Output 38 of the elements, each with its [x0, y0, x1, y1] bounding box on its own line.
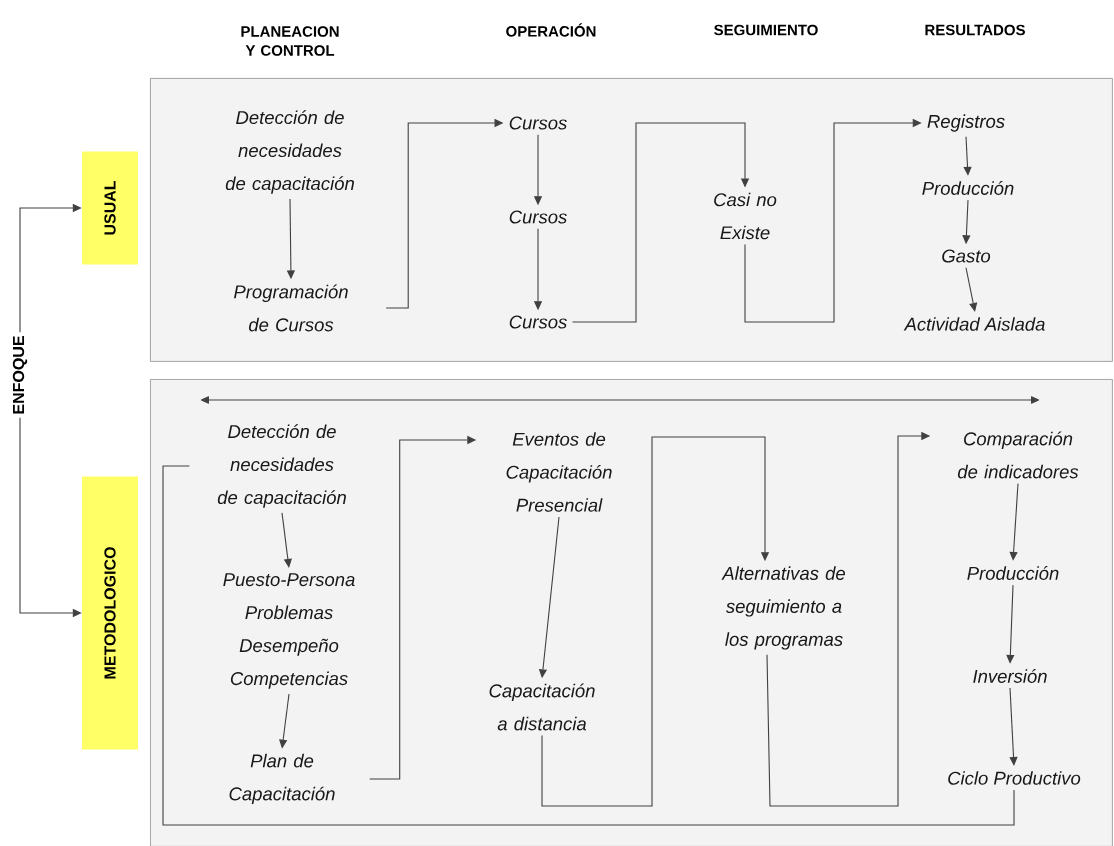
step-text: Programación de Cursos: [234, 284, 348, 332]
panel: [150, 379, 1113, 846]
step-text: Actividad Aislada: [903, 317, 1045, 331]
step-text: Comparación de indicadores: [957, 431, 1079, 479]
arrow: [281, 512, 292, 568]
connector-line: [162, 465, 1015, 826]
step-text: Puesto-Persona Problemas Desempeño Competencias: [223, 573, 355, 689]
step-text: Cursos: [509, 315, 567, 329]
approach-label: USUAL: [82, 151, 138, 265]
arrow: [1009, 687, 1018, 766]
step-text: Producción: [967, 566, 1059, 580]
column-heading: RESULTADOS: [925, 24, 1025, 36]
approach-label: METODOLOGICO: [82, 476, 138, 750]
step-text: Capacitación a distancia: [489, 683, 595, 731]
step-text: Registros: [927, 114, 1005, 132]
arrow: [571, 122, 750, 323]
step-text: Inversión: [973, 669, 1047, 683]
step-text: Eventos de Capacitación Presencial: [506, 432, 612, 512]
step-text: Casi no Existe: [714, 192, 777, 240]
arrow: [965, 267, 978, 312]
column-heading: OPERACIÓN: [506, 23, 596, 37]
arrow: [541, 436, 770, 807]
column-heading: PLANEACION Y CONTROL: [241, 26, 339, 56]
arrow: [1009, 483, 1019, 561]
column-heading: SEGUIMIENTO: [714, 24, 818, 36]
panel: [150, 78, 1113, 362]
step-text: Producción: [922, 181, 1014, 195]
step-text: Plan de Capacitación: [229, 753, 335, 805]
vertical-label: ENFOQUE: [12, 336, 28, 414]
step-text: Detección de necesidades de capacitación: [225, 110, 354, 194]
arrow: [1006, 584, 1015, 664]
arrow: [963, 136, 972, 176]
step-text: Cursos: [509, 210, 567, 224]
step-text: Detección de necesidades de capacitación: [217, 424, 346, 508]
step-text: Alternativas de seguimiento a los programas: [721, 566, 845, 650]
step-text: Gasto: [942, 249, 991, 263]
step-text: Cursos: [509, 116, 567, 130]
step-text: Ciclo Productivo: [948, 771, 1081, 785]
